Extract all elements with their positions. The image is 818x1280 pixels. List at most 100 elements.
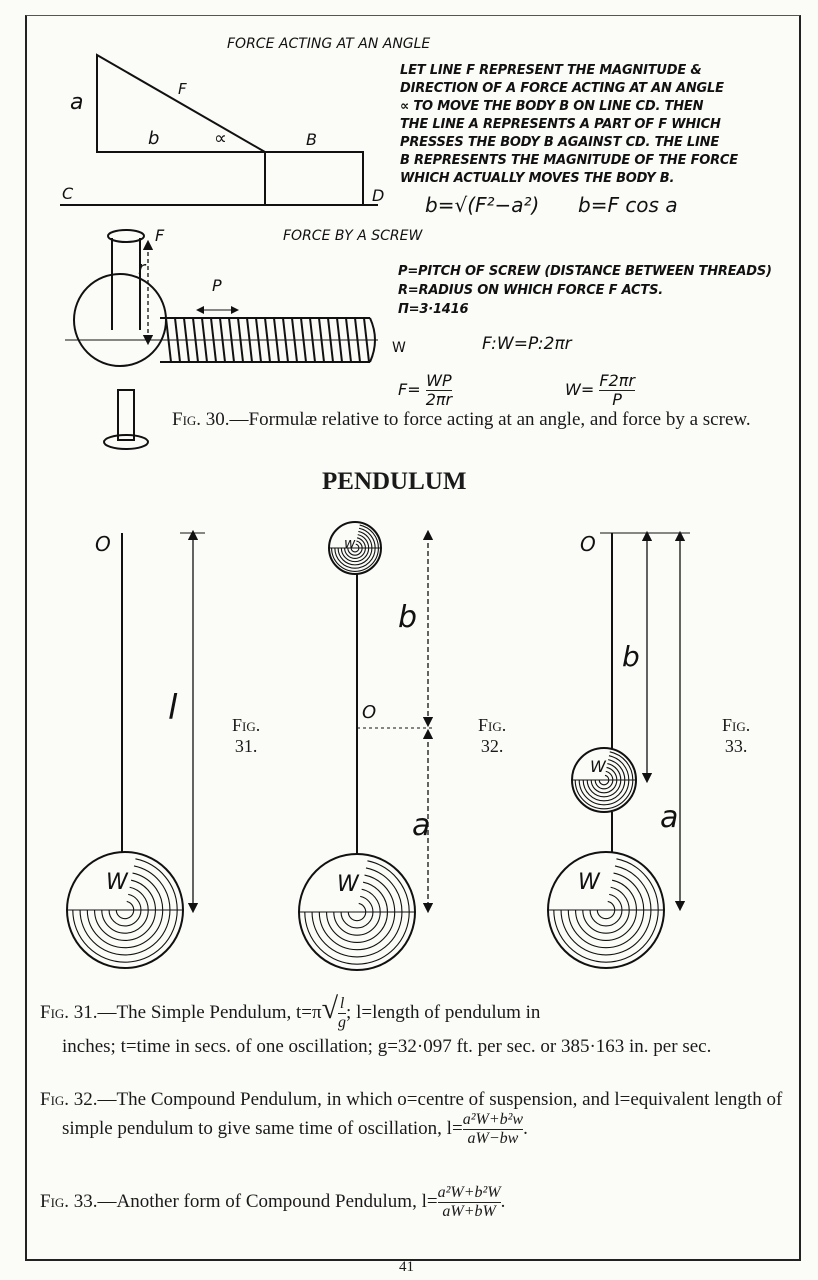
w-lhs: W= <box>565 380 595 399</box>
f-num: WP <box>425 371 453 391</box>
c33-den: aW+bW <box>442 1203 496 1220</box>
bob-shading <box>115 900 135 920</box>
c33-num: a²W+b²W <box>437 1184 501 1203</box>
bob-shading <box>575 879 638 941</box>
label-C: C <box>62 184 74 203</box>
screw-thread <box>201 317 208 363</box>
bob-shading <box>311 867 403 958</box>
screw-thread <box>228 317 235 363</box>
formula-b-cos: b=F cos a <box>578 193 678 217</box>
bob-shading <box>567 872 645 949</box>
ratio-formula: F:W=P:2πr <box>482 334 572 354</box>
label-F-screw: F <box>155 226 165 245</box>
fig-number: 33. <box>724 736 748 756</box>
desc-line: Let Line F Represent The Magnitude & <box>400 63 702 78</box>
bob-shading <box>582 759 626 802</box>
fig33-a: a <box>660 800 679 835</box>
bob-shading <box>586 762 622 798</box>
fig33-caption-label: Fig. 33. <box>40 1190 98 1212</box>
fig31-label: Fig.31. <box>232 715 260 757</box>
fig31-l: l <box>168 688 178 728</box>
bob-shading <box>594 770 614 790</box>
desc-line: P=Pitch Of Screw (Distance Between Threa… <box>398 264 772 279</box>
desc-line: π=3·1416 <box>398 302 469 317</box>
fig32-a: a <box>412 808 431 843</box>
label-F: F <box>178 80 187 98</box>
bob-shading <box>337 530 373 566</box>
c31-den: g <box>338 1014 347 1031</box>
screw-thread <box>300 317 307 363</box>
bob-shading <box>590 766 618 794</box>
bob-shading <box>344 537 366 559</box>
fig32-label: Fig.32. <box>478 715 506 757</box>
screw-thread <box>219 317 226 363</box>
screw-thread <box>237 317 244 363</box>
desc-line: r=Radius On Which Force F Acts. <box>398 283 663 298</box>
desc-line: ∝ To Move The Body B On Line CD. Then <box>400 99 704 114</box>
screw-thread <box>318 317 325 363</box>
bob-shading <box>582 886 630 934</box>
c31-num: l <box>338 995 347 1014</box>
fig33-O: O <box>580 532 596 556</box>
force-angle-diagram <box>60 53 378 206</box>
page-number: 41 <box>399 1259 414 1275</box>
bob-shading <box>331 524 379 572</box>
label-W-screw: W <box>392 340 406 356</box>
bob-shading <box>578 755 630 806</box>
fig-word: Fig. <box>232 715 261 735</box>
label-B: B <box>306 130 317 149</box>
desc-line: Direction Of A Force Acting At An Angle <box>400 81 724 96</box>
screw-thread <box>264 317 271 363</box>
screw-thread <box>246 317 253 363</box>
bob-shading <box>347 902 367 922</box>
page-border <box>25 15 801 1261</box>
desc-line: The Line a Represents A Part Of F Which <box>400 117 721 132</box>
desc-line: b Represents The Magnitude Of The Force <box>400 153 738 168</box>
pendulum-diagrams <box>66 521 690 971</box>
fig-number: 32. <box>480 736 504 756</box>
screw-thread <box>363 317 370 363</box>
fig32-caption-label: Fig. 32. <box>40 1089 98 1110</box>
screw-thread <box>174 317 181 363</box>
screw-thread <box>273 317 280 363</box>
f-den: 2πr <box>425 390 453 409</box>
bob-shading <box>108 893 142 927</box>
fig33-b: b <box>622 640 640 673</box>
screw-description: P=Pitch Of Screw (Distance Between Threa… <box>398 262 798 319</box>
fig31-W: W <box>106 870 128 895</box>
bob-shading <box>333 888 381 936</box>
w-den: P <box>612 390 622 409</box>
bob-shading <box>589 893 623 927</box>
screw-thread <box>354 317 361 363</box>
screw-thread <box>255 317 262 363</box>
fig31-caption-text3: inches; t=time in secs. of one oscillati… <box>62 1036 712 1057</box>
label-b: b <box>148 128 160 149</box>
bob-shading <box>598 774 610 786</box>
screw-thread <box>336 317 343 363</box>
desc-line: Presses The Body B Against CD. The Line <box>400 135 720 150</box>
f-lhs: F= <box>398 380 421 399</box>
bob-shading <box>334 527 376 569</box>
fig33-W: W <box>578 870 600 895</box>
bob-shading <box>72 858 178 963</box>
bob-shading <box>326 881 389 943</box>
screw-thread <box>210 317 217 363</box>
bob-shading <box>101 886 149 934</box>
fig32-w: w <box>344 536 356 552</box>
force-angle-description: Let Line F Represent The Magnitude & Dir… <box>400 62 790 188</box>
bob-shading <box>86 872 164 949</box>
screw-thread <box>192 317 199 363</box>
bob-shading <box>350 543 360 553</box>
screw-thread <box>309 317 316 363</box>
bob-shading <box>347 540 363 556</box>
bob-shading <box>94 879 157 941</box>
bob-shading <box>304 860 410 965</box>
screw-thread <box>165 317 172 363</box>
fig31-caption-label: Fig. 31. <box>40 1001 98 1023</box>
fig30-caption: Fig. 30.—Formulæ relative to force actin… <box>172 408 804 431</box>
fig32-o: O <box>362 702 377 723</box>
fig33-caption: Fig. 33.—Another form of Compound Pendul… <box>40 1184 506 1220</box>
screw-thread <box>282 317 289 363</box>
